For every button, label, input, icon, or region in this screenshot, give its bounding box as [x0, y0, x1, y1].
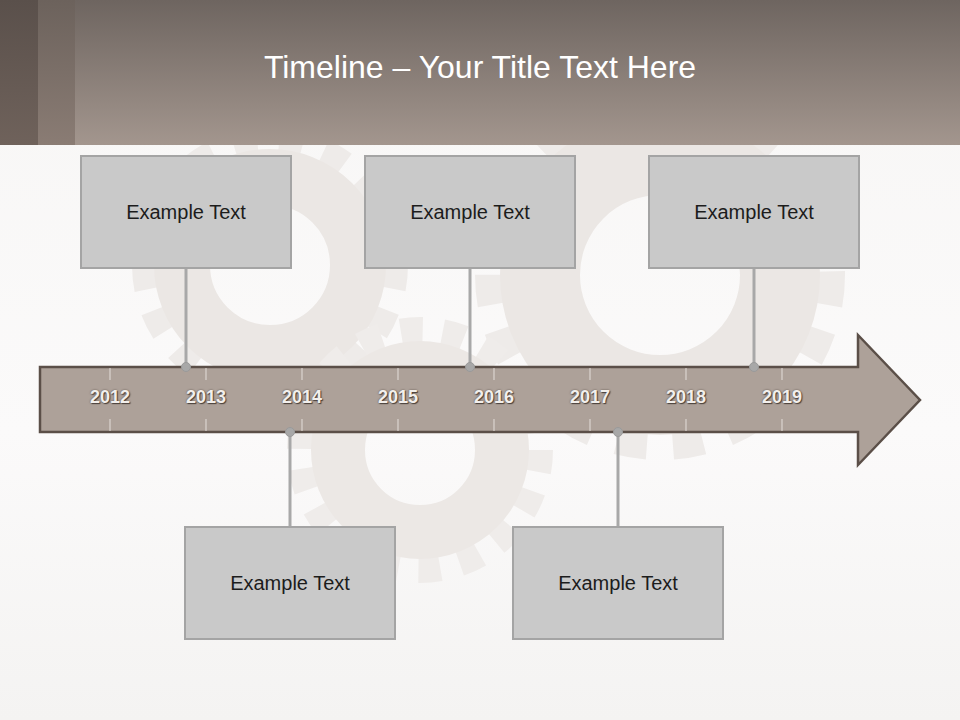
tick-line [782, 419, 783, 431]
connector-dot [614, 428, 623, 437]
tick-line [206, 368, 207, 380]
text-box: Example Text [80, 155, 292, 269]
text-box: Example Text [512, 526, 724, 640]
slide-title: Timeline – Your Title Text Here [264, 49, 696, 85]
connector-dot [182, 363, 191, 372]
tick-line [494, 419, 495, 431]
tick-line [398, 368, 399, 380]
tick-line [590, 419, 591, 431]
tick-line [686, 368, 687, 380]
header-stripe [38, 0, 75, 145]
box-text: Example Text [558, 571, 678, 595]
box-text: Example Text [230, 571, 350, 595]
box-text: Example Text [126, 200, 246, 224]
year-row: 20122013201420152016201720182019 [62, 386, 830, 408]
title-area: Timeline – Your Title Text Here [0, 44, 960, 90]
timeline-arrow: 20122013201420152016201720182019 [40, 335, 920, 465]
connector-line [617, 432, 620, 526]
tick-line [302, 368, 303, 380]
tick-line [302, 419, 303, 431]
box-text: Example Text [694, 200, 814, 224]
year-label: 2016 [446, 386, 542, 408]
connector-dot [466, 363, 475, 372]
year-label: 2012 [62, 386, 158, 408]
tick-line [206, 419, 207, 431]
arrow-shape [40, 335, 920, 465]
year-label: 2017 [542, 386, 638, 408]
text-box: Example Text [184, 526, 396, 640]
connector-line [185, 269, 188, 367]
tick-line [686, 419, 687, 431]
tick-line [110, 419, 111, 431]
tick-line [110, 368, 111, 380]
year-label: 2015 [350, 386, 446, 408]
header-stripe [0, 0, 38, 145]
year-label: 2019 [734, 386, 830, 408]
year-label: 2014 [254, 386, 350, 408]
connector-dot [286, 428, 295, 437]
box-text: Example Text [410, 200, 530, 224]
tick-line [590, 368, 591, 380]
text-box: Example Text [648, 155, 860, 269]
connector-line [469, 269, 472, 367]
connector-dot [750, 363, 759, 372]
year-label: 2013 [158, 386, 254, 408]
tick-line [494, 368, 495, 380]
tick-line [398, 419, 399, 431]
year-label: 2018 [638, 386, 734, 408]
tick-line [782, 368, 783, 380]
connector-line [753, 269, 756, 367]
connector-line [289, 432, 292, 526]
text-box: Example Text [364, 155, 576, 269]
